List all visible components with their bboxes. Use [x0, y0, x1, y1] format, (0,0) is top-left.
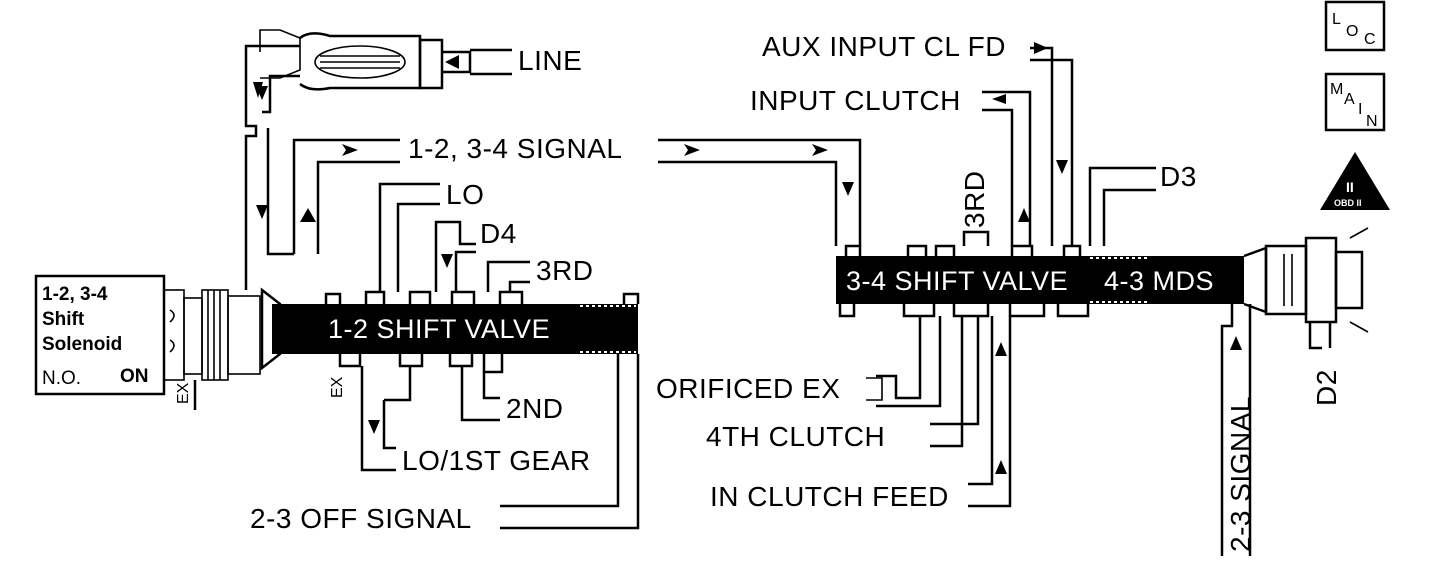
d3-label: D3 — [1160, 161, 1197, 192]
svg-text:A: A — [1344, 91, 1355, 108]
lo-first-label: LO/1ST GEAR — [402, 445, 591, 476]
fourth-label: 4TH CLUTCH — [706, 421, 885, 452]
line-label: LINE — [518, 45, 582, 76]
orificed-passage — [876, 316, 922, 400]
signal-23-passage — [1220, 304, 1234, 556]
ex-left-label: EX — [175, 382, 192, 404]
input-clutch-label: INPUT CLUTCH — [750, 85, 961, 116]
orificed-label: ORIFICED EX — [656, 373, 840, 404]
d2-label: D2 — [1311, 369, 1342, 406]
third-left-label: 3RD — [536, 255, 594, 286]
in-feed-passage — [968, 316, 994, 486]
off-signal-label: 2-3 OFF SIGNAL — [250, 503, 472, 534]
aux-label: AUX INPUT CL FD — [762, 31, 1006, 62]
solenoid-line2: Shift — [42, 309, 85, 330]
signal-23-label: 2-3 SIGNAL — [1225, 396, 1256, 552]
valve-1-2-label: 1-2 SHIFT VALVE — [328, 314, 550, 344]
loc-icon: L O C — [1324, 0, 1386, 52]
input-clutch-passage — [982, 90, 1032, 246]
in-feed-label: IN CLUTCH FEED — [710, 481, 949, 512]
solenoid-state-no: N.O. — [42, 368, 81, 389]
second-label: 2ND — [506, 393, 564, 424]
solenoid-state-on: ON — [120, 366, 149, 387]
main-icon: M A I N — [1324, 72, 1386, 132]
ex-mid-label: EX — [329, 376, 346, 398]
valve-3-4: 3-4 SHIFT VALVE 4-3 MDS — [836, 244, 1244, 318]
svg-text:M: M — [1330, 81, 1343, 98]
svg-text:L: L — [1332, 11, 1341, 28]
lo-passage — [378, 182, 440, 292]
valve-1-2: 1-2 SHIFT VALVE EX — [260, 287, 640, 398]
third-right-label: 3RD — [959, 170, 990, 228]
svg-text:O: O — [1346, 23, 1358, 40]
signal-label: 1-2, 3-4 SIGNAL — [408, 133, 622, 164]
d3-passage — [1088, 166, 1156, 246]
fourth-passage — [930, 316, 964, 448]
valve-3-4-label: 3-4 SHIFT VALVE — [846, 266, 1068, 296]
d4-passage — [434, 220, 476, 292]
solenoid-line3: Solenoid — [42, 334, 122, 355]
svg-text:OBD II: OBD II — [1334, 198, 1362, 208]
svg-text:II: II — [1346, 179, 1354, 195]
second-passage — [460, 366, 500, 422]
lo-first-passage — [360, 366, 396, 472]
signal-passage: 1-2, 3-4 SIGNAL — [292, 133, 862, 254]
d4-label: D4 — [480, 218, 517, 249]
solenoid-line1: 1-2, 3-4 — [42, 284, 108, 305]
mds-label: 4-3 MDS — [1104, 266, 1214, 296]
end-plug: D2 — [1243, 227, 1369, 406]
svg-text:N: N — [1366, 113, 1378, 130]
aux-passage — [1030, 46, 1054, 246]
lo-label: LO — [446, 179, 484, 210]
line-passage — [244, 44, 300, 290]
third-right-passage — [962, 230, 990, 246]
obd-ii-icon: II OBD II — [1320, 152, 1390, 210]
off-signal-passage — [500, 354, 620, 508]
svg-text:I: I — [1358, 101, 1362, 118]
svg-text:C: C — [1364, 31, 1376, 48]
shift-solenoid: 1-2, 3-4 Shift Solenoid N.O. ON EX — [34, 274, 261, 410]
line-filter: LINE — [259, 29, 582, 91]
third-left-passage — [486, 260, 530, 292]
